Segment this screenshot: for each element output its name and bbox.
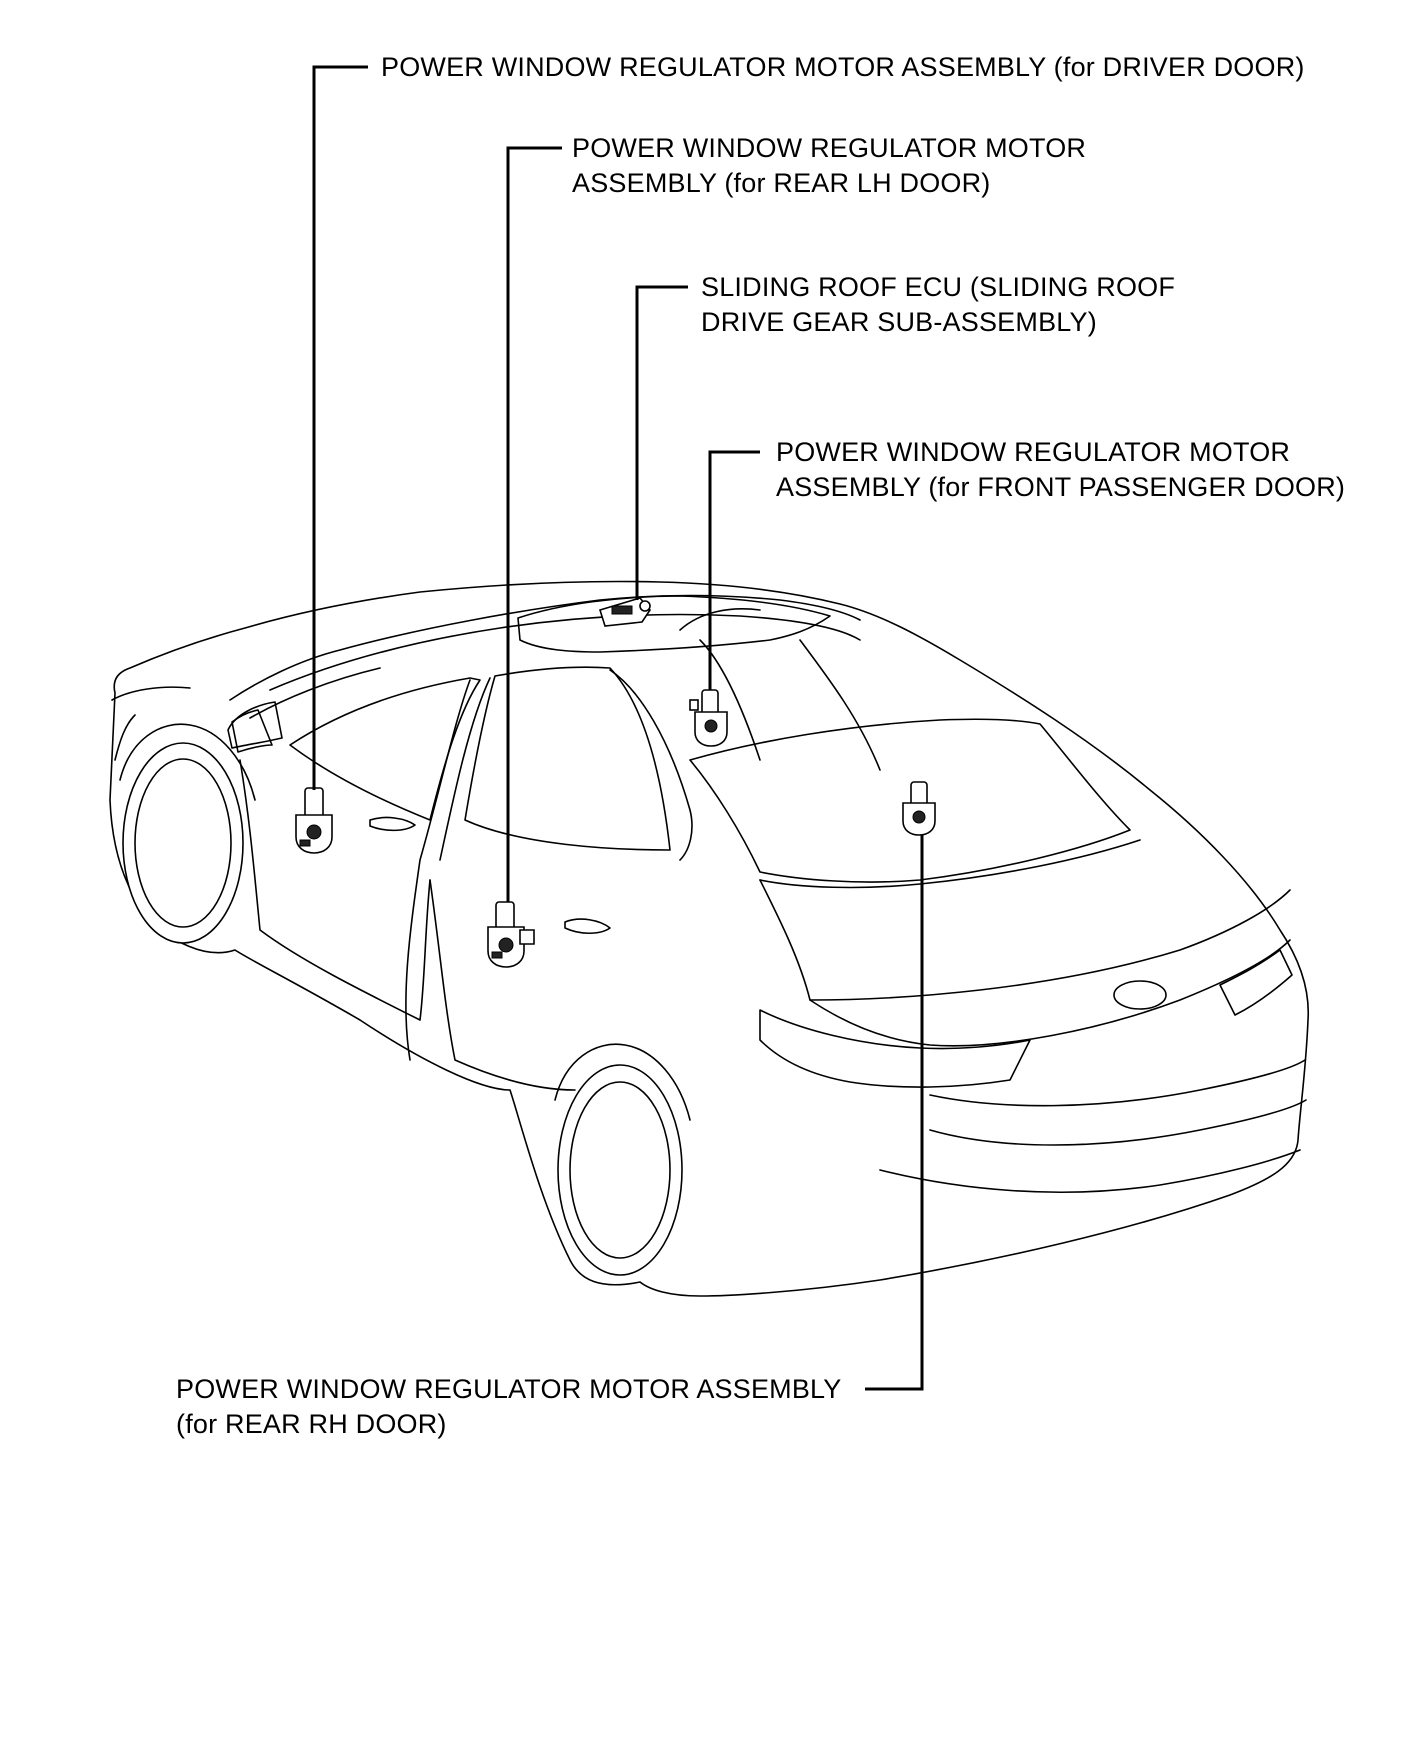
leader-lines — [312, 65, 924, 1391]
callout-label: POWER WINDOW REGULATOR MOTOR — [776, 437, 1290, 467]
callout-label: SLIDING ROOF ECU (SLIDING ROOF — [701, 272, 1175, 302]
driver-door-motor-icon — [295, 787, 333, 854]
callout-label: DRIVE GEAR SUB-ASSEMBLY) — [701, 307, 1097, 337]
rear-lh-door-motor-icon — [487, 901, 535, 968]
callout-label: ASSEMBLY (for FRONT PASSENGER DOOR) — [776, 472, 1345, 502]
leader-rear-lh-door — [506, 146, 562, 902]
callout-label: ASSEMBLY (for REAR LH DOOR) — [572, 168, 991, 198]
leader-driver-door — [312, 65, 368, 790]
callout-rear-rh-door: POWER WINDOW REGULATOR MOTOR ASSEMBLY (f… — [176, 1374, 841, 1439]
leader-front-passenger-door — [708, 450, 760, 690]
callout-driver-door: POWER WINDOW REGULATOR MOTOR ASSEMBLY (f… — [381, 52, 1305, 82]
callout-label: POWER WINDOW REGULATOR MOTOR — [572, 133, 1086, 163]
callout-rear-lh-door: POWER WINDOW REGULATOR MOTOR ASSEMBLY (f… — [572, 133, 1086, 198]
callout-label: POWER WINDOW REGULATOR MOTOR ASSEMBLY (f… — [381, 52, 1305, 82]
leader-sliding-roof-ecu — [635, 285, 688, 600]
callout-front-passenger-door: POWER WINDOW REGULATOR MOTOR ASSEMBLY (f… — [776, 437, 1345, 502]
front-passenger-door-motor-icon — [689, 689, 728, 747]
rear-rh-door-motor-icon — [902, 781, 936, 836]
callout-label: POWER WINDOW REGULATOR MOTOR ASSEMBLY — [176, 1374, 841, 1404]
sliding-roof-ecu-icon — [598, 597, 651, 627]
vehicle-outline — [109, 580, 1310, 1297]
callout-sliding-roof-ecu: SLIDING ROOF ECU (SLIDING ROOF DRIVE GEA… — [701, 272, 1175, 337]
leader-rear-rh-door — [865, 835, 924, 1391]
callout-label: (for REAR RH DOOR) — [176, 1409, 447, 1439]
